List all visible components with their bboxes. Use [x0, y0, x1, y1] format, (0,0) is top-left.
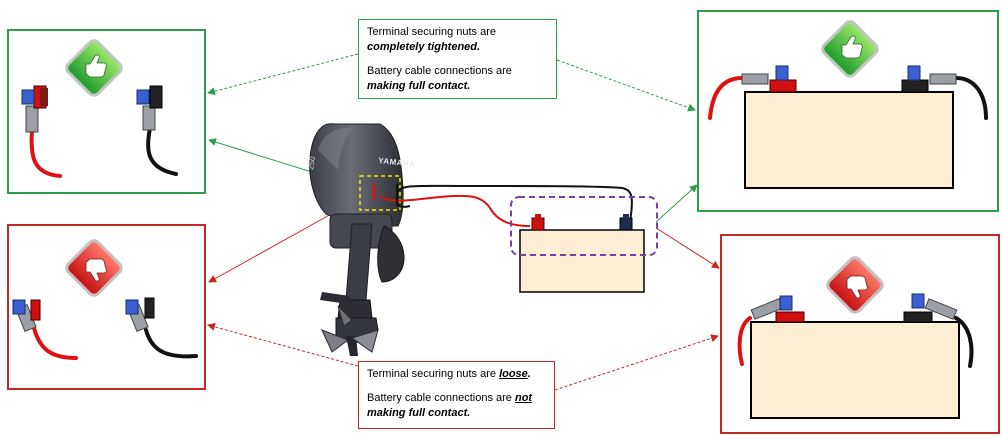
arrow-callout-bad-to-left [207, 322, 359, 367]
arrow-callout-good-to-left [207, 53, 359, 96]
center-battery [519, 214, 645, 293]
thumbs-down-icon [65, 239, 123, 297]
arrow-battery-good [655, 184, 698, 223]
arrow-battery-bad [655, 227, 720, 269]
callout-good-line1: Terminal securing nuts are completely ti… [367, 26, 497, 53]
bad-negative-terminal [125, 297, 198, 359]
good-positive-terminal [21, 85, 62, 178]
battery-highlight [510, 196, 658, 256]
engine-brand-label: YAMAHA [378, 156, 416, 169]
arrow-callout-bad-to-right [554, 334, 719, 391]
thumbs-up-icon [821, 20, 879, 78]
engine-model-label: 250 [306, 155, 317, 170]
outboard-engine [309, 123, 405, 356]
good-battery [708, 65, 988, 189]
callout-good: Terminal securing nuts are completely ti… [358, 19, 557, 99]
thumbs-up-icon [65, 39, 123, 97]
callout-bad: Terminal securing nuts are loose. Batter… [358, 361, 555, 429]
arrow-callout-good-to-right [556, 59, 696, 112]
main-cables [372, 184, 633, 227]
thumbs-down-icon [826, 256, 884, 314]
engine-terminal-highlight [359, 175, 401, 211]
good-negative-terminal [136, 85, 178, 176]
bad-battery [737, 293, 974, 419]
callout-bad-line1: Terminal securing nuts are loose. [367, 368, 531, 380]
callout-good-line2: Battery cable connections are making ful… [367, 65, 512, 92]
bad-positive-terminal [12, 299, 78, 360]
callout-bad-line2: Battery cable connections are not making… [367, 392, 533, 419]
